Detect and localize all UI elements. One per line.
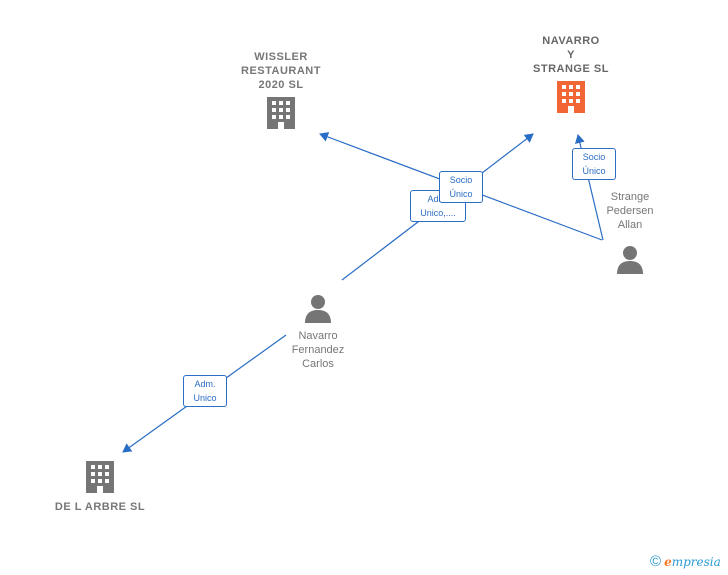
building-icon: [267, 97, 295, 129]
edge-label-adm-unico-wissler[interactable]: Adm. Unico,....: [410, 190, 466, 222]
company-node-navarro-strange[interactable]: NAVARRO Y STRANGE SL: [516, 34, 626, 114]
company-label-wissler: WISSLER RESTAURANT 2020 SL: [241, 51, 321, 91]
person-label-navarro-fernandez: Navarro Fernandez Carlos: [291, 330, 345, 370]
person-node-navarro-fernandez[interactable]: Navarro Fernandez Carlos: [270, 293, 366, 371]
company-node-wissler[interactable]: WISSLER RESTAURANT 2020 SL: [226, 50, 336, 130]
footer-brand: ©empresia: [650, 553, 721, 570]
person-icon: [305, 295, 331, 323]
brand-logo: empresia: [664, 555, 721, 569]
company-label-navarro-strange: NAVARRO Y STRANGE SL: [533, 35, 609, 75]
copyright-symbol: ©: [650, 553, 662, 570]
edge-label-socio-unico-navarro[interactable]: Socio Único: [439, 171, 483, 203]
person-node-strange-pedersen[interactable]: Strange Pedersen Allan: [590, 190, 670, 274]
building-icon: [86, 461, 114, 493]
company-label-larbre: DE L ARBRE SL: [54, 501, 146, 513]
company-node-larbre[interactable]: DE L ARBRE SL: [40, 460, 160, 514]
edge-label-socio-unico-strange[interactable]: Socio Único: [572, 148, 616, 180]
edge-label-adm-unico-larbre[interactable]: Adm. Unico: [183, 375, 227, 407]
building-icon-highlighted: [557, 81, 585, 113]
person-label-strange-pedersen: Strange Pedersen Allan: [606, 191, 654, 231]
person-icon: [617, 246, 643, 274]
